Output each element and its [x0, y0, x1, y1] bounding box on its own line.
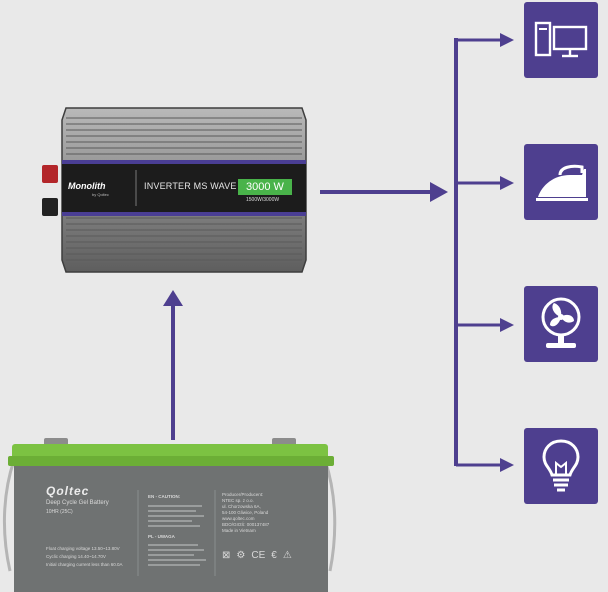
- producer-line: BDO/GIOŚ: 000137487: [222, 522, 270, 527]
- inverter: Monolith by Qoltec INVERTER MS WAVE 3000…: [40, 100, 310, 275]
- battery-case: [14, 466, 328, 592]
- producer-line: www.qoltec.com: [222, 516, 255, 521]
- producer-line: NTEC sp. z o.o.: [222, 498, 254, 503]
- producer-line: Producer/Producent:: [222, 492, 264, 497]
- recycle-bin-icon: ⊠: [222, 550, 231, 561]
- light-bulb-icon: [542, 439, 580, 492]
- negative-terminal: [42, 198, 58, 216]
- ce-mark-icon: CE: [251, 550, 266, 561]
- branch-iron-arrowhead: [500, 176, 514, 190]
- light-bulb-tile: [524, 428, 598, 504]
- battery: Qoltec Deep Cycle Gel Battery 10HR (25C)…: [0, 436, 345, 592]
- inverter-brand-sub: by Qoltec: [92, 192, 109, 197]
- battery-title: Deep Cycle Gel Battery: [46, 500, 109, 506]
- power-detail: 1500W/3000W: [246, 197, 280, 203]
- certification-marks: ⊠ ⚙ CE € ⚠: [222, 550, 292, 561]
- battery-subtitle: 10HR (25C): [46, 509, 73, 515]
- iron-icon: [536, 164, 588, 201]
- battery-body: [2, 438, 337, 592]
- battery-spec-3: Initial charging current less than 60.0A: [46, 562, 123, 567]
- producer-line: Made in Vietnam: [222, 528, 256, 533]
- fan-tile: [524, 286, 598, 362]
- producer-line: 54-100 Gliwice, Poland: [222, 510, 269, 515]
- branch-computer-arrowhead: [500, 33, 514, 47]
- euro-mark-icon: €: [271, 550, 277, 561]
- power-badge: 3000 W: [246, 181, 284, 193]
- inverter-brand: Monolith: [68, 181, 106, 191]
- battery-spec-1: Float charging voltage 13.50~13.80V: [46, 546, 120, 551]
- battery-spec-2: Cyclic charging 14.40~14.70V: [46, 554, 106, 559]
- power-badge-bg: [238, 179, 292, 195]
- caution-title: EN - CAUTION:: [148, 494, 181, 499]
- producer-line: ul. Chorzowska 6A,: [222, 504, 261, 509]
- computer-tile: [524, 2, 598, 78]
- settings-mark-icon: ⚙: [236, 550, 246, 561]
- iron-tile: [524, 144, 598, 220]
- branch-bulb-arrowhead: [500, 458, 514, 472]
- computer-icon: [534, 21, 588, 58]
- inverter-body: [42, 107, 307, 273]
- battery-to-inverter-arrowhead: [163, 290, 183, 306]
- warning-icon: ⚠: [282, 550, 292, 561]
- fan-icon: [541, 297, 581, 348]
- pl-title: PL - UWAGA: [148, 534, 175, 539]
- inverter-to-bus-arrowhead: [430, 182, 448, 202]
- pl-lines: [148, 541, 208, 569]
- branch-fan-arrowhead: [500, 318, 514, 332]
- caution-lines: [148, 502, 208, 530]
- battery-brand: Qoltec: [46, 484, 90, 498]
- producer-block: Producer/Producent: NTEC sp. z o.o. ul. …: [222, 492, 269, 534]
- positive-terminal: [42, 165, 58, 183]
- inverter-model-label: INVERTER MS WAVE: [144, 181, 237, 191]
